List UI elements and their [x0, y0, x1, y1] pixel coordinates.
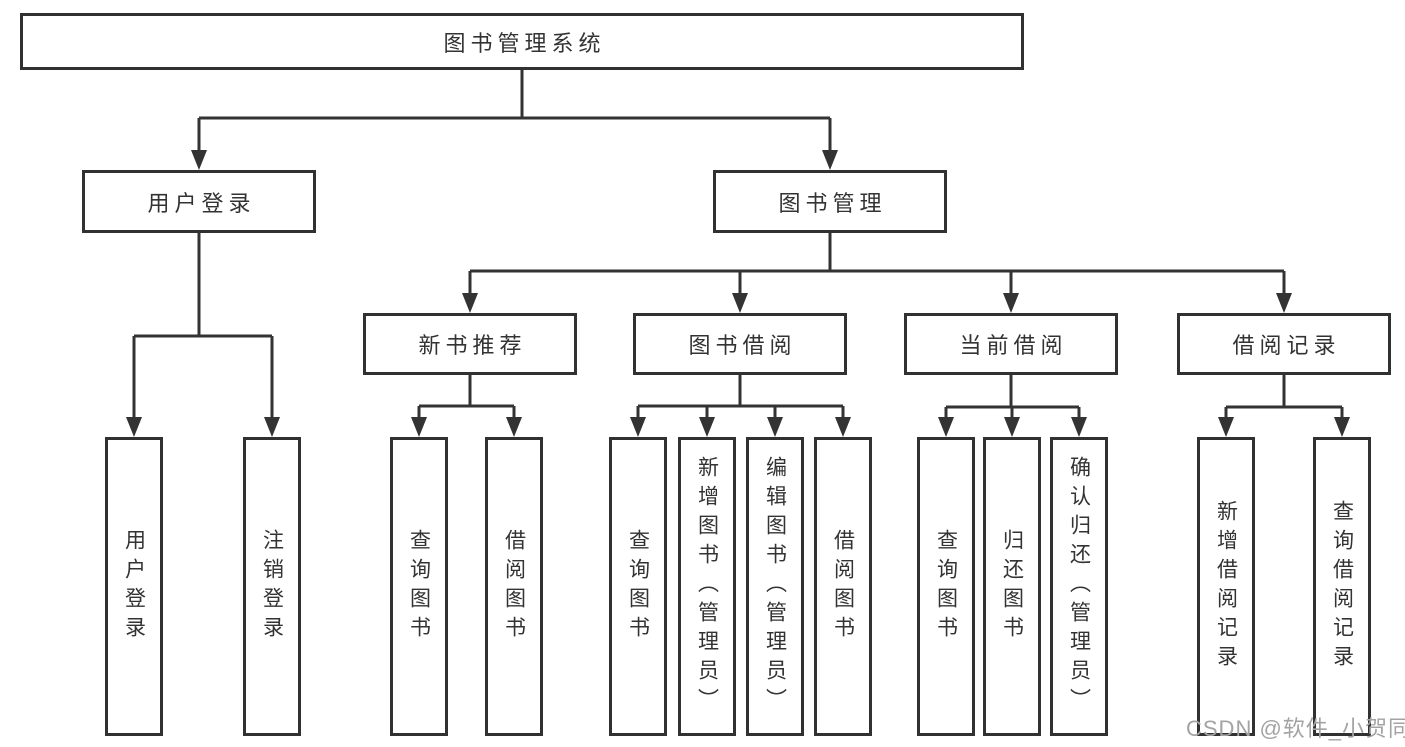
- leaf-return-book: 归还图书: [983, 437, 1041, 736]
- node-book-borrowing: 图书借阅: [633, 313, 847, 375]
- leaf-label: 编辑图书（管理员）: [763, 456, 787, 717]
- node-label: 图书借阅: [688, 333, 797, 358]
- node-label: 图书管理: [778, 190, 887, 216]
- leaf-label: 用户登录: [122, 528, 146, 645]
- arrowheads: [126, 150, 1350, 437]
- node-current-borrowing: 当前借阅: [904, 313, 1118, 375]
- leaf-label: 新增借阅记录: [1214, 499, 1238, 674]
- leaf-confirm-return-admin: 确认归还（管理员）: [1050, 437, 1108, 736]
- node-new-book-recommend: 新书推荐: [363, 313, 577, 375]
- node-label: 当前借阅: [959, 333, 1068, 358]
- node-user-login: 用户登录: [82, 170, 316, 233]
- leaf-borrow-book-recommend: 借阅图书: [485, 437, 543, 736]
- leaf-query-book-recommend: 查询图书: [390, 437, 448, 736]
- leaf-label: 归还图书: [1000, 528, 1024, 645]
- leaf-label: 确认归还（管理员）: [1067, 456, 1091, 717]
- leaf-query-book-borrow: 查询图书: [609, 437, 667, 736]
- leaf-label: 查询图书: [407, 528, 431, 645]
- node-label: 用户登录: [147, 190, 256, 216]
- leaf-label: 查询图书: [934, 528, 958, 645]
- leaf-user-login: 用户登录: [105, 437, 163, 736]
- leaf-label: 查询借阅记录: [1330, 499, 1354, 674]
- csdn-watermark: CSDN @软件_小贺同学: [1186, 716, 1405, 741]
- leaf-query-borrow-record: 查询借阅记录: [1313, 437, 1371, 736]
- leaf-label: 查询图书: [626, 528, 650, 645]
- leaf-edit-book-admin: 编辑图书（管理员）: [746, 437, 804, 736]
- node-book-management: 图书管理: [713, 170, 947, 233]
- node-borrowing-records: 借阅记录: [1177, 313, 1391, 375]
- leaf-label: 注销登录: [260, 528, 284, 645]
- leaf-borrow-book: 借阅图书: [814, 437, 872, 736]
- leaf-query-book-current: 查询图书: [917, 437, 975, 736]
- node-label: 图书管理系统: [443, 30, 606, 56]
- node-label: 借阅记录: [1232, 333, 1341, 358]
- leaf-label: 借阅图书: [502, 528, 526, 645]
- leaf-add-borrow-record: 新增借阅记录: [1197, 437, 1255, 736]
- leaf-label: 借阅图书: [831, 528, 855, 645]
- leaf-add-book-admin: 新增图书（管理员）: [678, 437, 736, 736]
- leaf-label: 新增图书（管理员）: [695, 456, 719, 717]
- node-label: 新书推荐: [418, 333, 527, 358]
- node-library-management-system: 图书管理系统: [20, 13, 1024, 70]
- leaf-logout: 注销登录: [243, 437, 301, 736]
- connector-path: [132, 69, 1344, 421]
